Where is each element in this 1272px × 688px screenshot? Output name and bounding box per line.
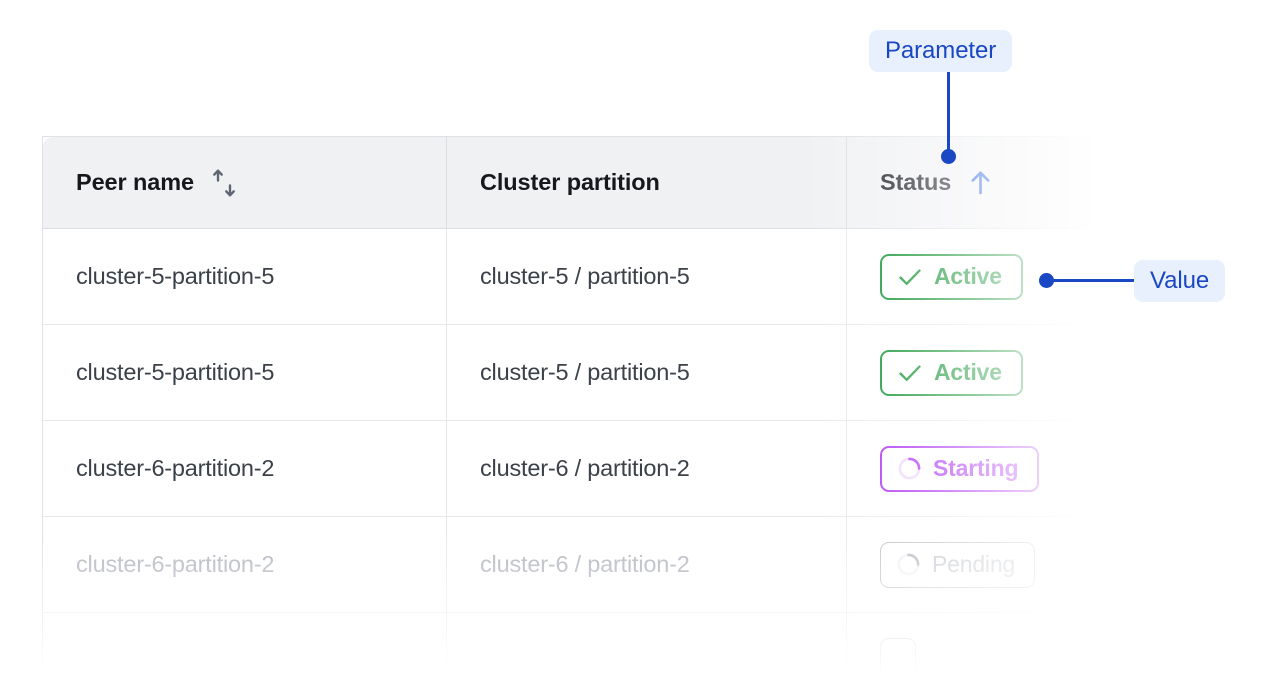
status-badge — [880, 637, 916, 684]
status-badge: Pending — [880, 541, 1036, 588]
check-icon — [897, 360, 923, 386]
table-row[interactable]: cluster-6-partition-2 cluster-6 / partit… — [42, 516, 1101, 613]
cell-peer-name: cluster-6-partition-2 — [42, 420, 447, 517]
annotation-badge-parameter: Parameter — [869, 30, 1013, 72]
cell-status: Active — [846, 228, 1101, 325]
column-header-peer-name-label: Peer name — [76, 169, 194, 195]
status-badge-label: Active — [934, 263, 1002, 289]
cell-peer-name: cluster-5-partition-5 — [42, 324, 447, 421]
cell-cluster-partition: cluster-5 / partition-5 — [446, 324, 847, 421]
table-body: cluster-5-partition-5 cluster-5 / partit… — [42, 228, 1101, 688]
table-header: Peer name — [42, 136, 1101, 229]
cell-peer-name: cluster-5-partition-5 — [42, 228, 447, 325]
peers-table: Peer name — [42, 136, 1101, 688]
column-header-peer-name[interactable]: Peer name — [42, 136, 447, 229]
cell-cluster-partition — [446, 612, 847, 688]
status-badge: Active — [880, 349, 1023, 396]
annotation-dot-parameter — [941, 149, 956, 164]
annotation-leader-line-parameter — [947, 72, 950, 157]
cell-cluster-partition: cluster-6 / partition-2 — [446, 420, 847, 517]
annotation-badge-value: Value — [1134, 260, 1226, 302]
table-row[interactable]: cluster-6-partition-2 cluster-6 / partit… — [42, 420, 1101, 517]
table-header-row: Peer name — [42, 136, 1101, 229]
cell-status — [846, 612, 1101, 688]
spinner-icon — [896, 552, 921, 577]
table-row[interactable]: cluster-5-partition-5 cluster-5 / partit… — [42, 324, 1101, 421]
status-badge-label: Active — [934, 359, 1002, 385]
annotation-leader-line-value — [1050, 279, 1136, 282]
cell-cluster-partition: cluster-6 / partition-2 — [446, 516, 847, 613]
cell-peer-name: cluster-6-partition-2 — [42, 516, 447, 613]
peers-table-container: Peer name — [42, 136, 1101, 688]
column-header-cluster-partition[interactable]: Cluster partition — [446, 136, 847, 229]
cell-status: Pending — [846, 516, 1101, 613]
status-badge: Active — [880, 253, 1023, 300]
status-badge-label: Starting — [933, 455, 1019, 481]
column-header-status[interactable]: Status — [846, 136, 1101, 229]
annotation-dot-value — [1039, 273, 1054, 288]
status-badge: Starting — [880, 445, 1040, 492]
cell-status: Starting — [846, 420, 1101, 517]
sort-updown-icon[interactable] — [210, 168, 238, 198]
table-row[interactable] — [42, 612, 1101, 688]
status-badge-label: Pending — [932, 551, 1016, 577]
cell-peer-name — [42, 612, 447, 688]
arrow-up-icon[interactable] — [967, 169, 994, 196]
cell-cluster-partition: cluster-5 / partition-5 — [446, 228, 847, 325]
column-header-cluster-partition-label: Cluster partition — [480, 169, 660, 195]
spinner-icon — [897, 456, 922, 481]
table-row[interactable]: cluster-5-partition-5 cluster-5 / partit… — [42, 228, 1101, 325]
check-icon — [897, 264, 923, 290]
column-header-status-label: Status — [880, 169, 952, 195]
cell-status: Active — [846, 324, 1101, 421]
